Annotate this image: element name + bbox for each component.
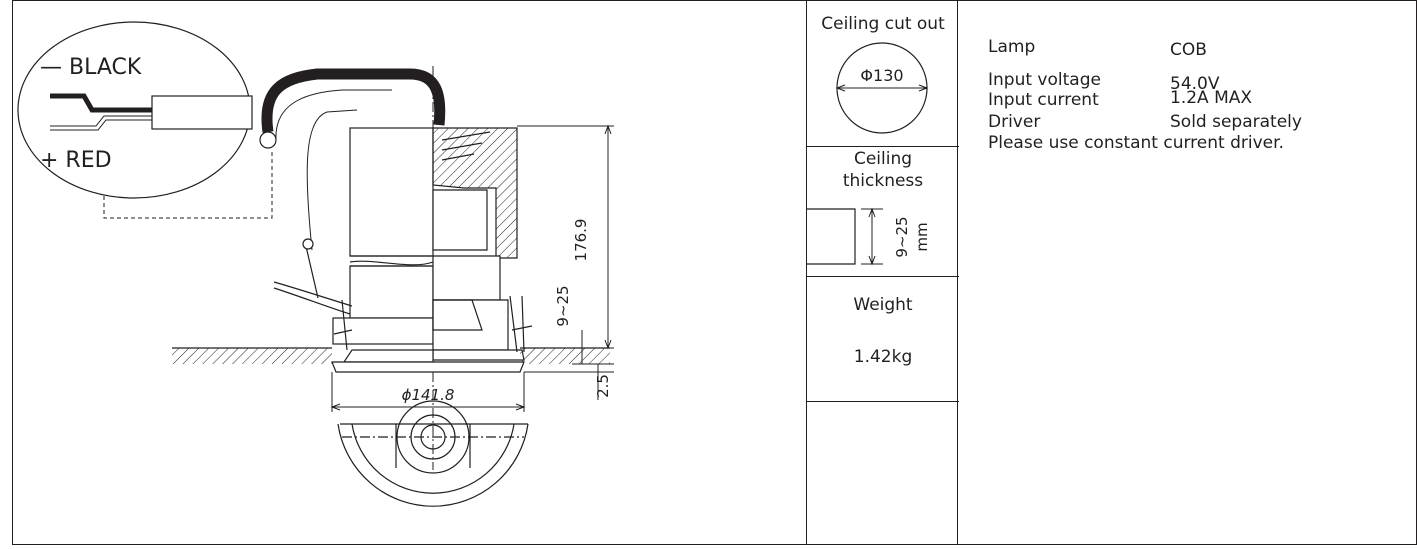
spec-value-voltage: 54.0V [1170,74,1220,94]
spec-value-driver: Sold separately [1170,112,1302,132]
ceiling-cutout-title: Ceiling cut out [821,14,945,34]
weight-value: 1.42kg [853,347,913,367]
negative-wire-label: — BLACK [40,55,142,80]
spec-label-voltage: Input voltage [988,70,1101,90]
ceiling-cutout-cell: Ceiling cut out Φ130 [807,0,959,147]
ceiling-thickness-title-2: thickness [842,171,924,191]
height-value: 176.9 [572,219,590,262]
ceiling-thickness-value: 9~25 [893,216,911,257]
height-dimension [517,124,614,400]
ceiling-thickness-unit: mm [913,222,931,251]
ceiling-info-panel: Ceiling cut out Φ130 Ceiling thickness 9… [806,0,959,545]
spec-value-lamp: COB [1170,40,1207,60]
cutout-circle: Φ130 [835,42,929,134]
driver-note: Please use constant current driver. [988,133,1284,153]
trim-value: 2.5 [594,374,612,398]
ceiling-thickness-title-1: Ceiling [853,149,913,169]
ceiling-cutout-value: Φ130 [860,66,903,85]
bottom-view [337,400,529,507]
spec-label-current: Input current [988,90,1099,110]
junction-knot [259,131,277,149]
red-wire [50,115,152,127]
drawing-panel: — BLACK + RED [12,0,806,545]
weight-title: Weight [853,295,913,315]
cable-jacket [151,95,253,130]
positive-wire-label: + RED [40,148,112,173]
leader-line [103,150,273,219]
spec-panel: Lamp COB Input voltage 54.0V Input curre… [958,0,1417,545]
ceiling-thickness-cell: Ceiling thickness 9~25 mm [807,147,959,277]
ceiling-range-value: 9~25 [554,285,572,326]
wiring-detail: — BLACK + RED [17,21,253,199]
diameter-value: ϕ141.8 [402,386,455,404]
fixture-body [332,127,525,363]
black-wire [50,93,152,113]
thickness-symbol: 9~25 mm [807,207,931,266]
weight-cell: Weight 1.42kg [807,277,959,402]
spec-label-lamp: Lamp [988,37,1036,57]
spring-clip-right [509,295,533,353]
trim-flange [331,361,525,373]
diameter-dimension [330,372,526,412]
ceiling-section [172,347,610,364]
spec-label-driver: Driver [988,112,1041,132]
spec-value-current: 1.2A MAX [1170,88,1253,108]
spring-clip-left [273,238,353,351]
fixture-drawing: — BLACK + RED [17,21,614,507]
